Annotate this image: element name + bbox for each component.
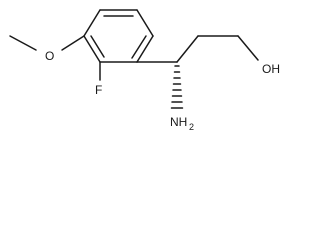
chemical-structure: O F NH 2 OH (9, 9, 280, 132)
fluorine-label: F (95, 83, 102, 97)
bond-ring-to-oxygen (61, 35, 85, 51)
side-chain: NH 2 OH (136, 35, 280, 132)
bond-chiral-to-ch2 (176, 35, 199, 63)
methoxy-oxygen-label: O (45, 49, 54, 63)
ring-double-bond-left (90, 35, 105, 58)
fluoro-group: F (95, 61, 102, 97)
ring-bond-lower-left (83, 35, 101, 63)
ring-bond-lower-right (136, 35, 154, 63)
benzene-ring (83, 9, 154, 63)
ring-bond-upper-left (83, 9, 101, 37)
bond-oxygen-to-methyl (9, 35, 37, 51)
bond-ch2-to-oh (237, 35, 259, 61)
methoxy-group: O (9, 35, 85, 63)
amino-subscript: 2 (189, 122, 194, 132)
hydroxyl-label: OH (262, 62, 280, 76)
ring-double-bond-right (131, 35, 147, 59)
amino-label: NH (170, 115, 187, 129)
ring-bond-upper-right (136, 9, 154, 37)
hashed-stereo-bond (170, 65, 184, 109)
